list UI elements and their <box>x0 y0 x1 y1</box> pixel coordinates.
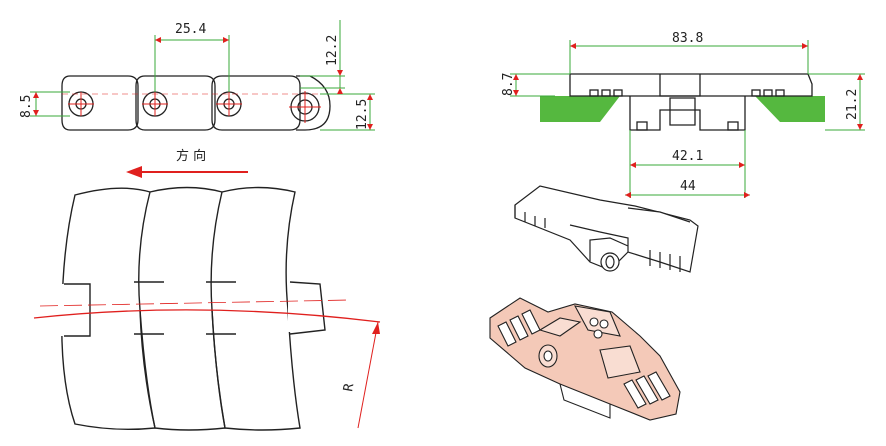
radius-curve <box>33 299 381 429</box>
direction-arrow <box>126 166 248 178</box>
base-width-dimension: 44 <box>680 179 696 194</box>
width-dimension: 83.8 <box>672 31 703 46</box>
end-view: 83.8 8.7 21.2 42.1 44 <box>501 31 865 198</box>
inner-width-dimension: 42.1 <box>672 149 703 164</box>
direction-label: 方 向 <box>176 148 206 164</box>
hinge-height-dimension: 8.5 <box>19 95 34 118</box>
thickness-dimension: 12.2 <box>325 35 340 66</box>
isometric-line-view <box>514 185 699 273</box>
pitch-dimension: 25.4 <box>175 22 206 37</box>
link-height-dimension: 12.5 <box>355 99 370 130</box>
side-view: 25.4 12.2 8.5 12.5 <box>19 20 375 131</box>
radius-label: R <box>341 382 357 392</box>
overall-height-dimension: 21.2 <box>845 89 860 120</box>
top-height-dimension: 8.7 <box>501 73 516 96</box>
top-view <box>60 186 326 431</box>
isometric-render <box>489 297 681 421</box>
